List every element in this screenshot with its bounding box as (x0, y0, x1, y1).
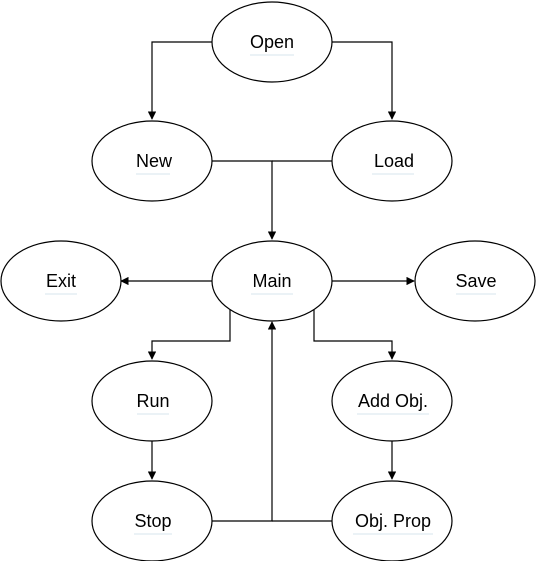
edge-new-to-main (212, 160, 277, 240)
node-label-exit: Exit (46, 271, 76, 291)
edges (120, 41, 415, 522)
node-stop: Stop (91, 480, 213, 561)
edge-stop-to-main (212, 321, 277, 522)
node-load: Load (331, 120, 453, 202)
node-main: Main (211, 240, 333, 322)
node-exit: Exit (0, 240, 122, 322)
edge-open-to-new (147, 41, 212, 120)
edge-main-to-add-obj (313, 310, 397, 360)
node-label-add-obj: Add Obj. (358, 391, 428, 411)
node-label-obj-prop: Obj. Prop (355, 511, 431, 531)
node-label-main: Main (252, 271, 291, 291)
node-label-save: Save (455, 271, 496, 291)
node-label-load: Load (374, 151, 414, 171)
node-label-run: Run (136, 391, 169, 411)
node-label-new: New (136, 151, 173, 171)
node-add-obj: Add Obj. (331, 360, 453, 442)
node-run: Run (91, 360, 213, 442)
node-open: Open (211, 1, 333, 83)
edge-open-to-load (332, 41, 397, 120)
node-obj-prop: Obj. Prop (331, 480, 453, 561)
edge-main-to-run (147, 310, 231, 360)
node-save: Save (414, 240, 536, 322)
node-new: New (91, 120, 213, 202)
node-label-open: Open (250, 32, 294, 52)
node-label-stop: Stop (134, 511, 171, 531)
